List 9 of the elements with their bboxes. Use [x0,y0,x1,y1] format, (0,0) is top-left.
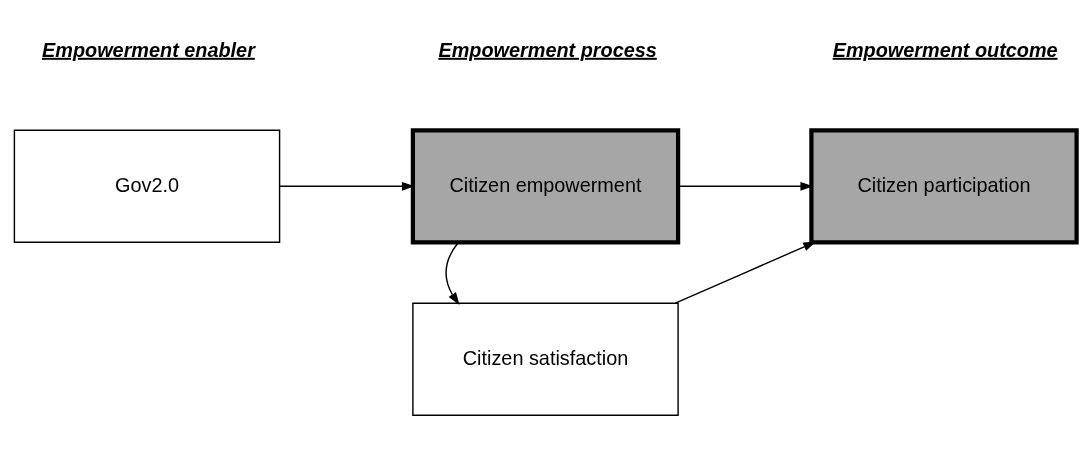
label: Empowerment outcome [832,38,1058,61]
label: Empowerment enabler [42,38,255,61]
node-box: Gov2.0 [13,129,281,243]
node-box: Citizen participation [809,128,1079,245]
arrow [445,241,460,305]
node-box: Citizen empowerment [410,128,681,245]
arrow [674,241,817,304]
node-box: Citizen satisfaction [412,302,679,417]
label: Empowerment process [438,38,657,61]
